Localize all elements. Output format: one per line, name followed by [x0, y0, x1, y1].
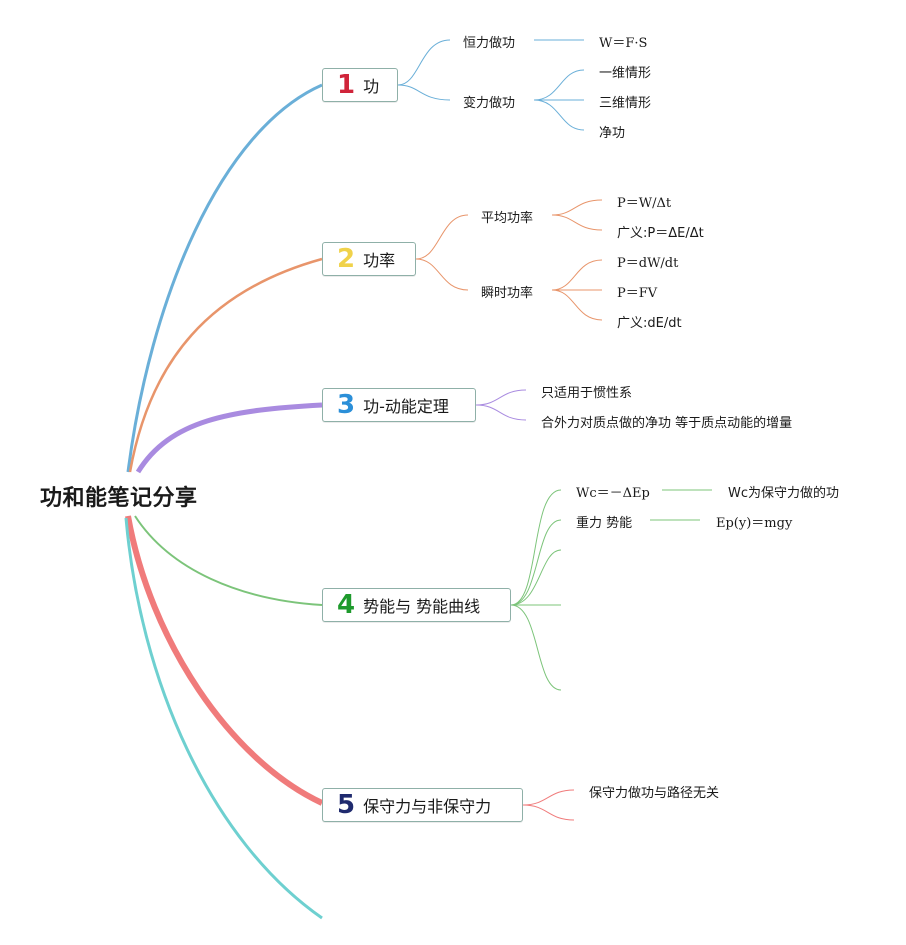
link-2-b-3 — [551, 289, 603, 321]
topic-2-number: 2 — [337, 244, 356, 274]
topic-5[interactable]: 5 保守力与非保守力 — [322, 788, 523, 822]
topic-1-sub-2-item-3[interactable]: 净功 — [599, 126, 626, 141]
branch-3 — [135, 402, 323, 474]
topic-3-label: 功-动能定理 — [363, 397, 449, 416]
topic-4-sub-1[interactable]: Wc＝－ΔEp — [576, 486, 650, 501]
topic-1-sub-2-item-2[interactable]: 三维情形 — [599, 96, 652, 111]
link-4-b — [510, 519, 562, 606]
topic-2-sub-1-item-1[interactable]: P＝W/Δt — [617, 196, 672, 211]
topic-3-sub-2[interactable]: 合外力对质点做的净功 等于质点动能的增量 — [541, 416, 793, 431]
branch-5 — [125, 515, 324, 806]
link-1-a — [397, 39, 451, 86]
topic-2[interactable]: 2 功率 — [322, 242, 416, 276]
topic-3[interactable]: 3 功-动能定理 — [322, 388, 476, 422]
topic-2-sub-1[interactable]: 平均功率 — [481, 211, 534, 226]
topic-1-sub-1[interactable]: 恒力做功 — [463, 36, 516, 51]
topic-4-number: 4 — [337, 590, 356, 620]
topic-2-sub-2[interactable]: 瞬时功率 — [481, 286, 534, 301]
topic-2-sub-2-item-2[interactable]: P＝FV — [617, 286, 658, 301]
topic-2-label: 功率 — [363, 251, 396, 270]
topic-4-label: 势能与 势能曲线 — [363, 597, 481, 616]
topic-1[interactable]: 1 功 — [322, 68, 398, 102]
link-2-b — [415, 258, 469, 291]
link-3-b — [475, 404, 527, 421]
topic-1-number: 1 — [337, 70, 356, 100]
link-4-a — [510, 489, 562, 606]
link-2-a — [415, 214, 469, 260]
topic-1-label: 功 — [363, 77, 380, 96]
topic-1-sub-2-item-1[interactable]: 一维情形 — [599, 66, 652, 81]
topic-5-label: 保守力与非保守力 — [363, 797, 492, 816]
link-2-a-2 — [551, 214, 603, 231]
topic-2-sub-2-item-3[interactable]: 广义:dE/dt — [617, 316, 682, 331]
topic-4-sub-2[interactable]: 重力 势能 — [576, 516, 633, 531]
link-4-e — [510, 604, 562, 691]
link-1-b-3 — [533, 99, 585, 131]
topic-3-number: 3 — [337, 390, 356, 420]
topic-2-sub-2-item-1[interactable]: P＝dW/dt — [617, 256, 679, 271]
link-3-a — [475, 389, 527, 406]
link-4-c — [510, 549, 562, 606]
topic-4[interactable]: 4 势能与 势能曲线 — [322, 588, 511, 622]
topic-3-sub-1[interactable]: 只适用于惯性系 — [541, 386, 633, 401]
topic-1-sub-1-item-1[interactable]: W＝F·S — [599, 36, 648, 51]
branch-4 — [134, 515, 323, 606]
topic-5-sub-1[interactable]: 保守力做功与路径无关 — [589, 786, 720, 801]
branch-2 — [128, 257, 323, 473]
link-2-b-1 — [551, 259, 603, 291]
root-topic[interactable]: 功和能笔记分享 — [40, 486, 198, 511]
branch-6 — [124, 517, 323, 920]
topic-2-sub-1-item-2[interactable]: 广义:P＝ΔE/Δt — [617, 226, 704, 241]
link-2-a-1 — [551, 199, 603, 216]
topic-4-sub-1-item-1[interactable]: Wc为保守力做的功 — [728, 486, 840, 501]
link-1-b-1 — [533, 69, 585, 101]
link-5-b — [522, 804, 575, 821]
link-1-b — [397, 84, 451, 101]
link-5-a — [522, 789, 575, 806]
branch-1 — [126, 83, 323, 473]
topic-4-sub-2-item-1[interactable]: Ep(y)＝mgy — [716, 516, 793, 531]
topic-1-sub-2[interactable]: 变力做功 — [463, 96, 516, 111]
topic-5-number: 5 — [337, 790, 356, 820]
